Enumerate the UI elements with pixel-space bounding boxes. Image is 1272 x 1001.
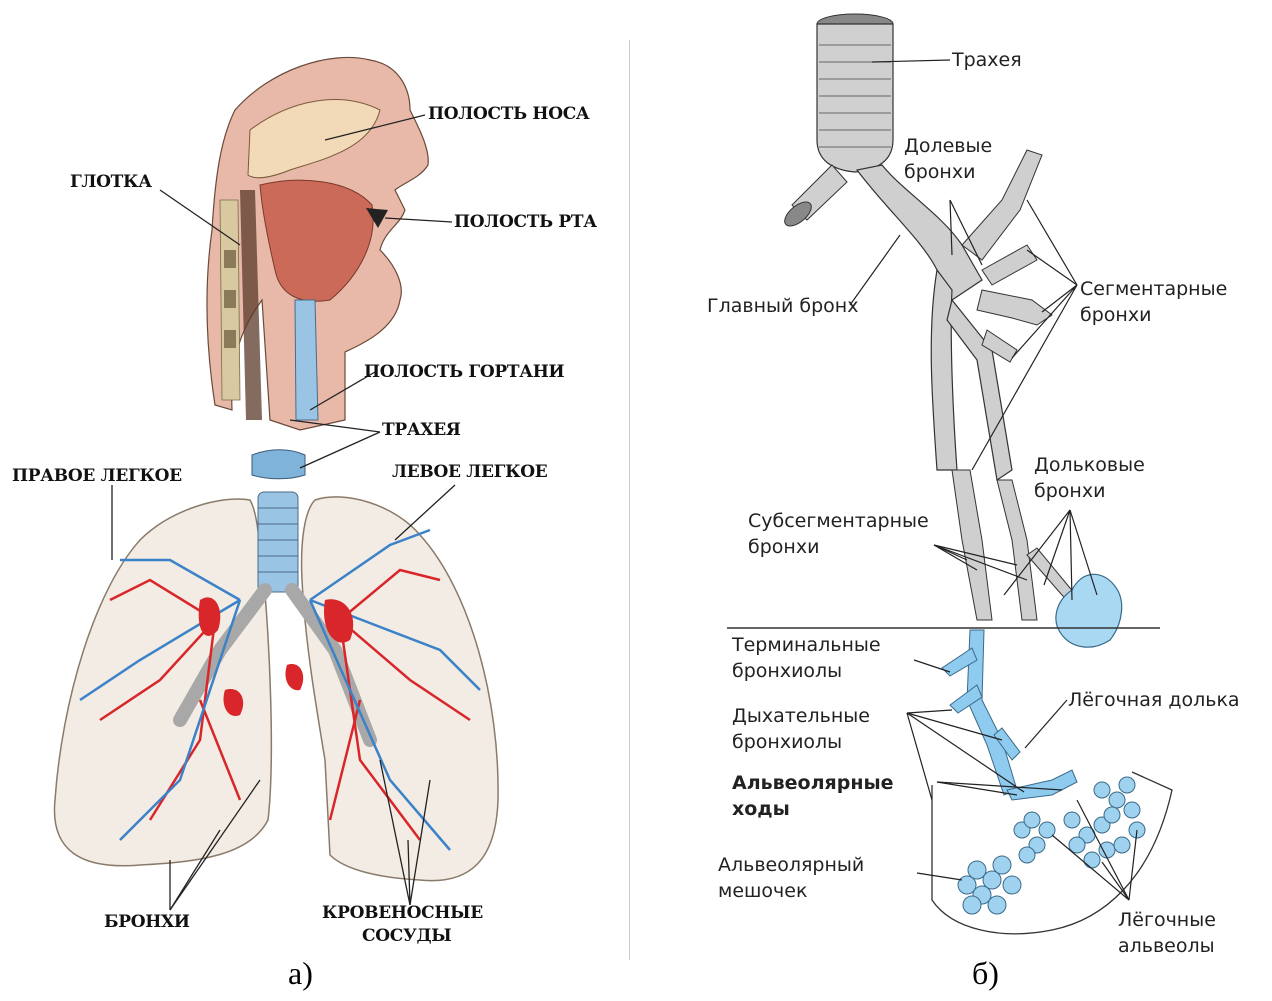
label-pulmonary-alveoli-2: альвеолы (1118, 933, 1215, 959)
label-bronchi: БРОНХИ (104, 912, 190, 932)
label-segmental-bronchi-2: бронхи (1080, 302, 1151, 328)
label-blood-vessels-1: КРОВЕНОСНЫЕ (322, 903, 483, 923)
label-pulmonary-lobule: Лёгочная долька (1068, 687, 1240, 713)
label-alveolar-ducts-2: ходы (732, 796, 790, 822)
alveolar-sacs (958, 777, 1145, 914)
label-terminal-bronchioles-1: Терминальные (732, 632, 881, 658)
label-alveolar-sac-2: мешочек (718, 878, 807, 904)
trachea-b (817, 14, 893, 172)
label-alveolar-ducts-1: Альвеолярные (732, 770, 894, 796)
label-pharynx: ГЛОТКА (70, 172, 152, 192)
label-pulmonary-alveoli-1: Лёгочные (1118, 907, 1216, 933)
label-lobar-bronchi-2: бронхи (904, 159, 975, 185)
label-blood-vessels-2: СОСУДЫ (362, 926, 451, 946)
label-nasal-cavity: ПОЛОСТЬ НОСА (428, 104, 589, 124)
label-subsegmental-bronchi-1: Субсегментарные (748, 508, 929, 534)
label-respiratory-bronchioles-1: Дыхательные (732, 703, 870, 729)
head-section (207, 57, 428, 478)
label-lobular-bronchi-2: бронхи (1034, 478, 1105, 504)
label-segmental-bronchi-1: Сегментарные (1080, 276, 1227, 302)
respiratory-system-illustration (0, 0, 630, 1001)
lungs (54, 492, 498, 881)
panel-divider (629, 40, 630, 960)
label-terminal-bronchioles-2: бронхиолы (732, 658, 842, 684)
panel-b-bronchial-tree: Трахея Долевые бронхи Главный бронх Сегм… (632, 0, 1272, 1001)
label-larynx-cavity: ПОЛОСТЬ ГОРТАНИ (364, 362, 564, 382)
panel-a-anatomy: ПОЛОСТЬ НОСА ГЛОТКА ПОЛОСТЬ РТА ПОЛОСТЬ … (0, 0, 630, 1001)
caption-a: а) (288, 955, 313, 992)
label-left-lung: ЛЕВОЕ ЛЕГКОЕ (392, 462, 547, 482)
label-right-lung: ПРАВОЕ ЛЕГКОЕ (12, 466, 182, 486)
caption-b: б) (972, 955, 999, 992)
label-trachea-a: ТРАХЕЯ (382, 420, 461, 440)
label-main-bronchus: Главный бронх (707, 293, 858, 319)
label-respiratory-bronchioles-2: бронхиолы (732, 729, 842, 755)
label-alveolar-sac-1: Альвеолярный (718, 852, 864, 878)
label-oral-cavity: ПОЛОСТЬ РТА (454, 212, 597, 232)
label-subsegmental-bronchi-2: бронхи (748, 534, 819, 560)
label-lobar-bronchi-1: Долевые (904, 133, 992, 159)
label-trachea-b: Трахея (952, 47, 1022, 73)
label-lobular-bronchi-1: Дольковые (1034, 452, 1145, 478)
